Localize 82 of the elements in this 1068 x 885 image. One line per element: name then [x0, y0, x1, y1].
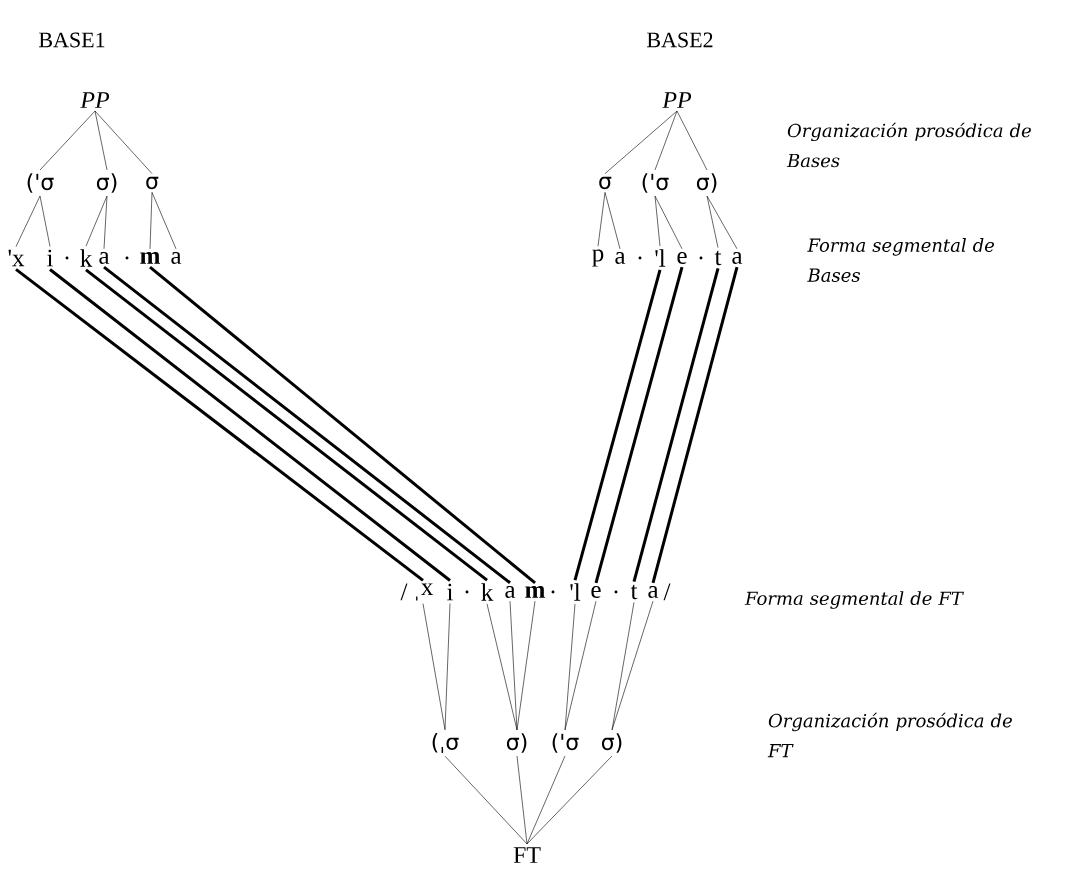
syllable-dot: . — [465, 590, 469, 594]
branch-line — [706, 195, 738, 250]
segment-letter: i — [47, 249, 53, 267]
branch-line — [151, 192, 177, 250]
syllable-label: σ — [599, 176, 612, 190]
branch-line — [676, 110, 708, 171]
segment-letter: a — [732, 252, 743, 264]
segment-letter: e — [677, 251, 687, 264]
base-heading: BASE1 — [39, 32, 105, 48]
branch-line — [15, 195, 41, 247]
syllable-label: σ) — [601, 733, 622, 753]
phrase-label: PP — [80, 92, 110, 108]
slash-mark: / — [663, 583, 671, 601]
segment-letter: a — [615, 252, 626, 264]
syllable-label: σ — [146, 176, 159, 190]
branch-line — [564, 600, 597, 731]
segment-letter: t — [630, 584, 638, 600]
branch-line — [39, 110, 96, 171]
segment-letter: ˌx — [416, 583, 434, 601]
segment-letter: a — [99, 252, 110, 264]
root-label: FT — [513, 847, 541, 863]
association-line — [651, 266, 739, 584]
branch-line — [39, 195, 51, 247]
branch-line — [509, 600, 518, 731]
segment-letter: 'x — [8, 249, 25, 267]
segment-letter: a — [171, 252, 182, 264]
tier-caption: Forma segmental de Bases — [807, 238, 995, 282]
branch-line — [444, 603, 451, 731]
branch-line — [149, 192, 153, 250]
syllable-label: ('σ — [27, 173, 54, 193]
syllable-dot: . — [551, 590, 555, 594]
branch-line — [654, 110, 678, 171]
syllable-label: (ˌσ — [432, 733, 459, 753]
branch-line — [564, 603, 576, 731]
syllable-label: σ) — [506, 733, 527, 753]
branch-line — [604, 192, 621, 250]
tier-caption: Forma segmental de FT — [744, 591, 964, 609]
syllable-dot: . — [699, 256, 703, 260]
syllable-label: ('σ — [642, 173, 669, 193]
branch-line — [597, 192, 606, 247]
branch-line — [103, 195, 108, 250]
branch-line — [444, 755, 528, 845]
syllable-label: σ) — [96, 173, 117, 193]
segment-letter: e — [591, 585, 601, 598]
segment-letter: a — [505, 586, 516, 598]
segment-letter: a — [648, 586, 659, 598]
syllable-dot: . — [65, 256, 69, 260]
branch-line — [516, 755, 528, 845]
association-line — [573, 269, 662, 581]
segment-letter: m — [140, 252, 160, 264]
syllable-dot: . — [638, 256, 642, 260]
branch-line — [526, 755, 613, 845]
branch-line — [654, 195, 683, 250]
branch-line — [85, 195, 108, 247]
branch-line — [516, 600, 536, 731]
branch-line — [604, 110, 678, 174]
branch-line — [611, 600, 654, 731]
slash-mark: / — [400, 583, 408, 601]
segment-letter: t — [714, 250, 722, 266]
tier-caption: Organización prosódica de FT — [767, 712, 1012, 758]
branch-line — [94, 110, 108, 171]
segment-letter: 'l — [655, 249, 666, 267]
segment-letter: 'l — [570, 583, 581, 601]
segment-letter: i — [447, 583, 453, 601]
syllable-dot: . — [614, 590, 618, 594]
syllable-label: ('σ — [552, 733, 579, 753]
branch-line — [706, 195, 719, 248]
base-heading: BASE2 — [647, 32, 713, 48]
phrase-label: PP — [662, 92, 692, 108]
segment-letter: p — [592, 249, 604, 267]
segment-letter: k — [80, 249, 93, 267]
association-line — [149, 265, 536, 585]
branch-line — [654, 195, 661, 247]
association-line — [632, 267, 720, 582]
segment-letter: m — [525, 586, 545, 598]
segment-letter: k — [481, 583, 494, 601]
branch-line — [94, 110, 153, 174]
branch-line — [526, 755, 566, 845]
syllable-label: σ) — [696, 173, 717, 193]
syllable-dot: . — [125, 256, 129, 260]
tier-caption: Organización prosódica de Bases — [786, 122, 1031, 168]
association-line — [594, 266, 684, 584]
